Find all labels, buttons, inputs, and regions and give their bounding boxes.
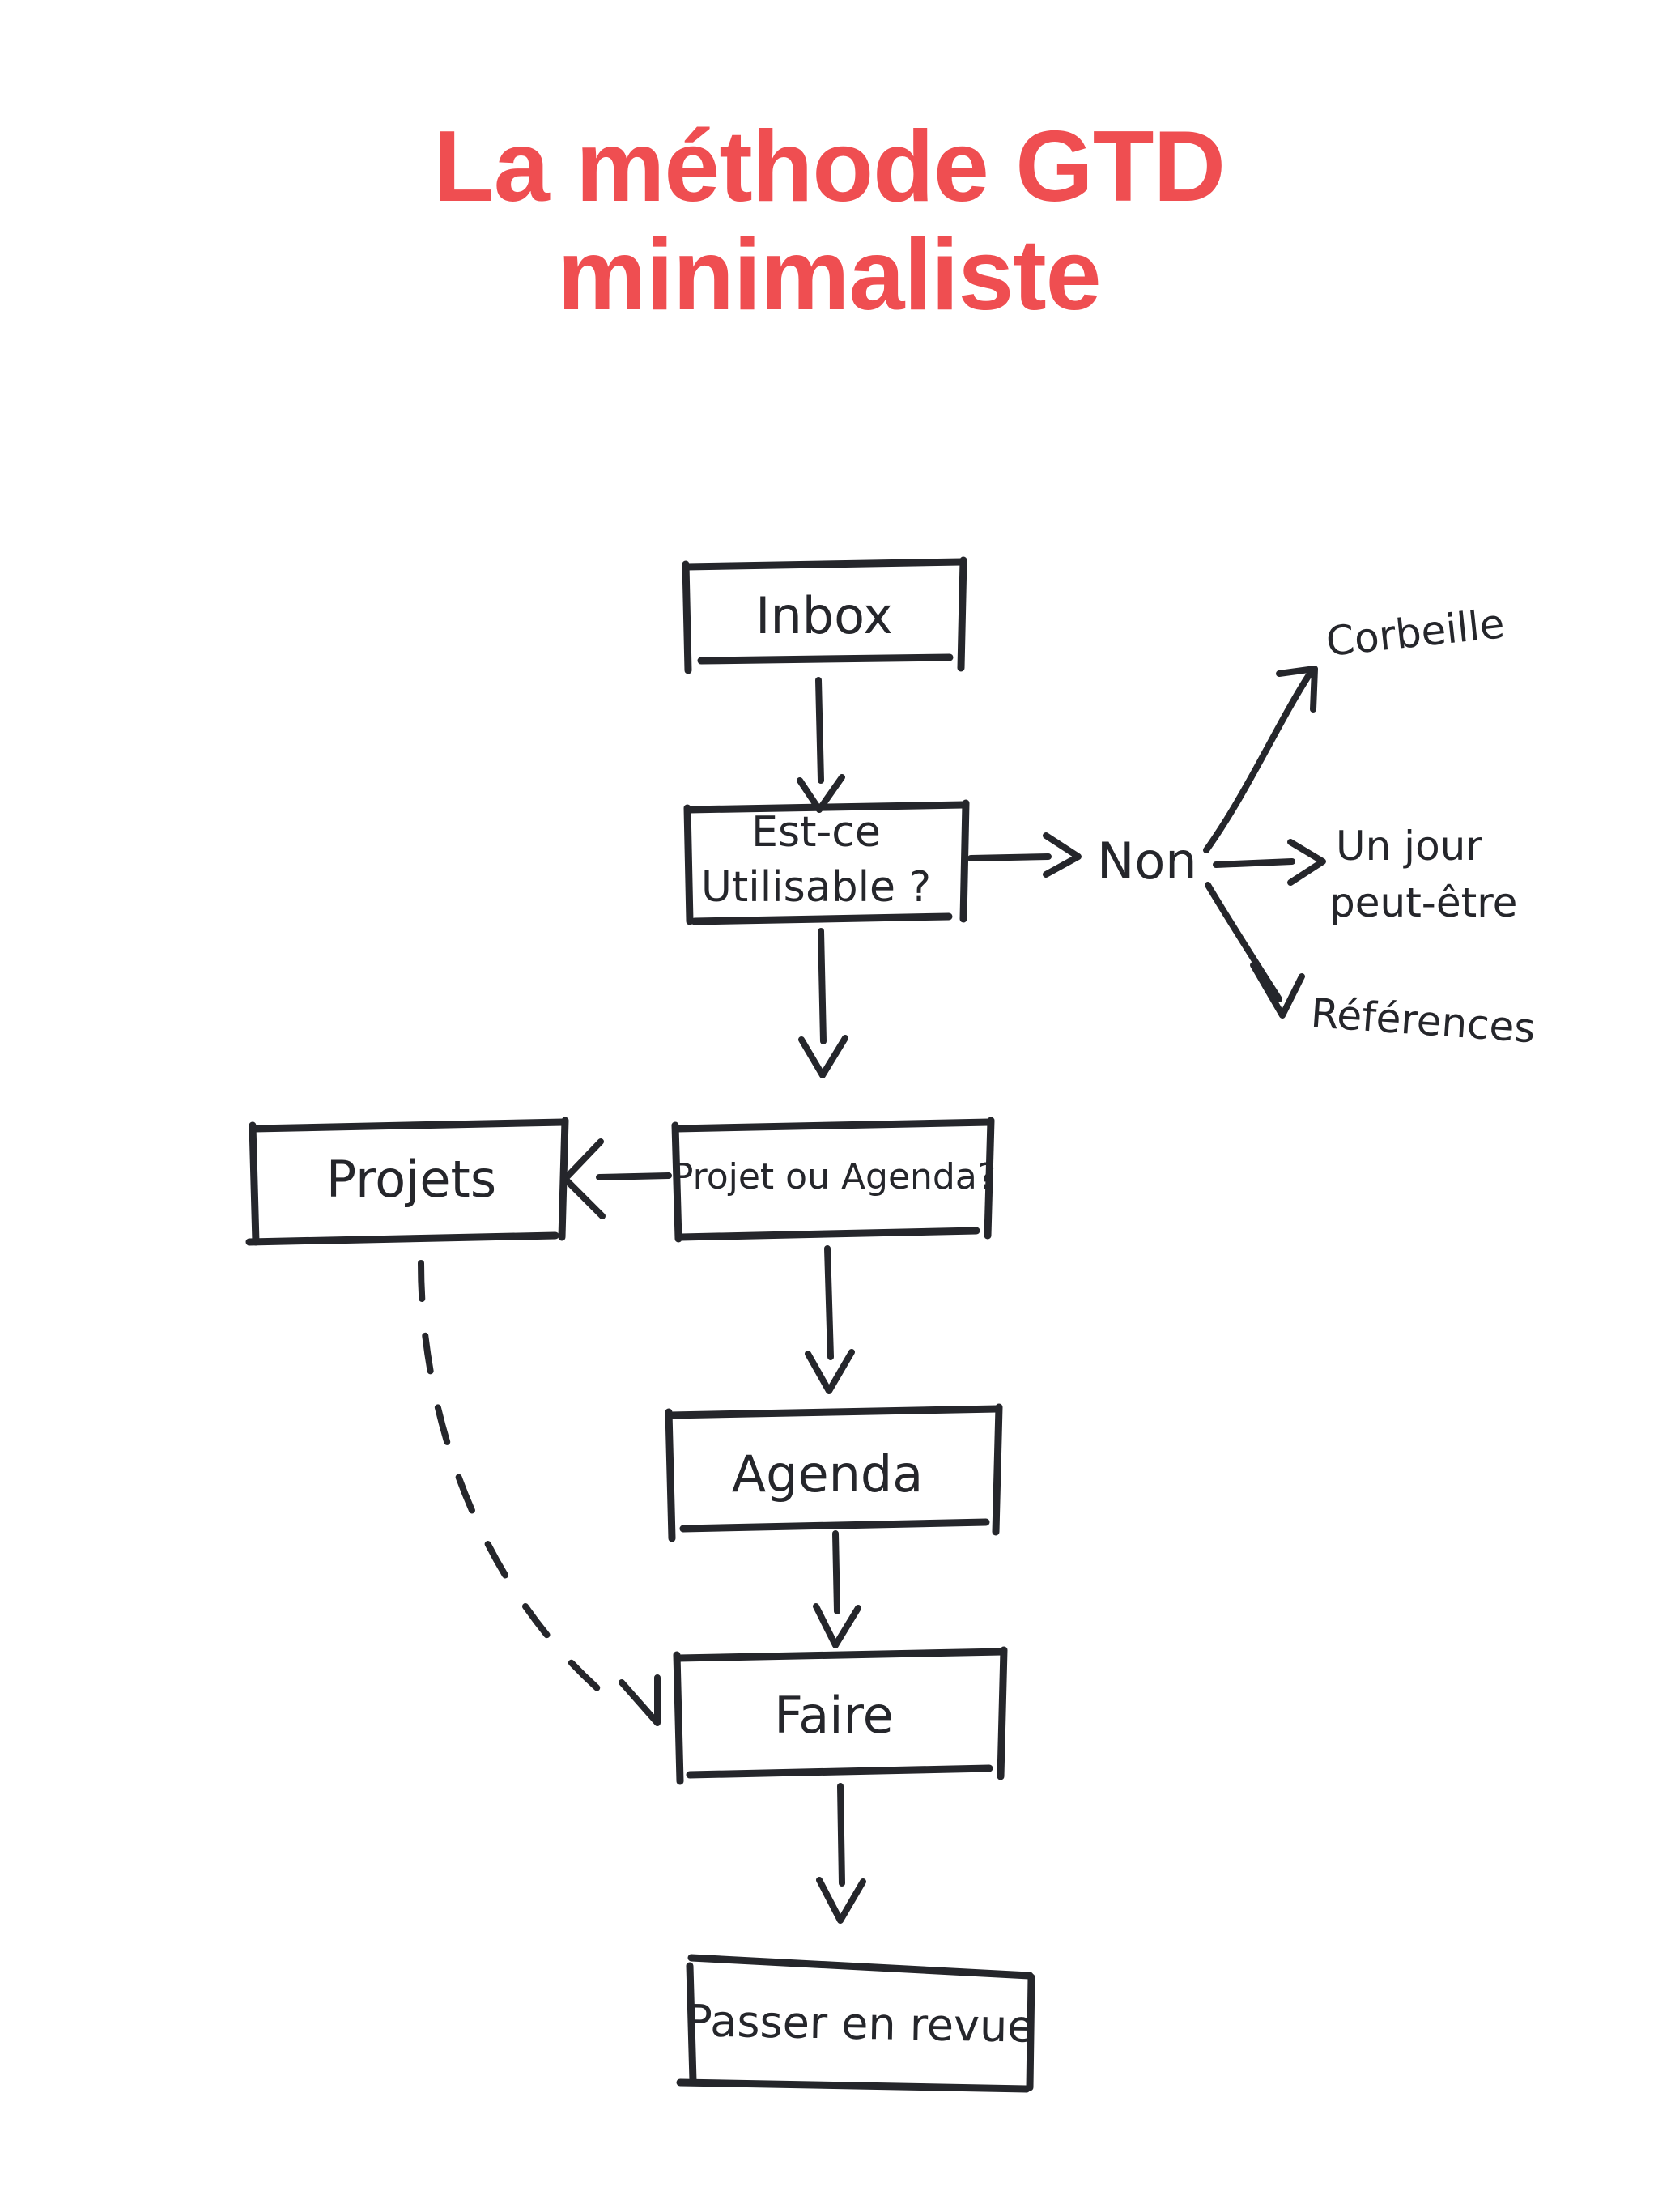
question-box-bottom [691,912,953,925]
edge-arrowhead [805,1349,855,1394]
agenda-box-left [665,1408,676,1542]
revue-box-bottom [676,2078,1031,2093]
edge-line [824,1245,834,1360]
question-box-top [685,801,967,814]
faire-label: Faire [774,1686,893,1745]
edge-line [832,1530,840,1614]
faire-box-bottom [686,1764,993,1779]
edge-agenda-to-faire [813,1530,861,1648]
faire-box-left [673,1651,684,1785]
edge-projetagenda-to-projets [562,1138,672,1219]
edge-arrowhead [1250,962,1305,1019]
projetagenda-label: Projet ou Agenda? [672,1156,996,1197]
projetagenda-box-top [673,1118,993,1133]
page-title-line-1: La méthode GTD [432,111,1226,223]
projets-label: Projets [326,1150,496,1209]
edge-projets-to-faire-dashed [418,1260,661,1726]
edge-line [596,1172,672,1180]
inbox-box-right [957,556,967,672]
agenda-box-bottom [679,1518,990,1533]
page-title: La méthode GTD minimaliste [0,113,1658,330]
edge-arrowhead [619,1674,661,1726]
question-label-line-1: Est-ce [751,808,881,857]
projetagenda-box-bottom [677,1227,980,1241]
node-inbox[interactable]: Inbox [682,556,967,674]
agenda-box-top [666,1405,1001,1419]
references-label: Références [1309,989,1537,1052]
node-faire[interactable]: Faire [673,1646,1008,1785]
projets-box-left [249,1121,260,1246]
edge-question-to-non [967,832,1082,878]
projets-box-right [558,1117,569,1241]
edge-arrowhead [1043,832,1082,878]
edge-line [967,853,1052,861]
faire-box-right [997,1646,1008,1780]
edge-faire-to-revue [816,1783,866,1924]
projetagenda-box-right [984,1117,995,1240]
faire-box-top [674,1648,1006,1662]
edge-arrowhead [816,1877,866,1924]
agenda-box-right [992,1403,1003,1536]
inbox-box-left [682,560,692,674]
revue-box-left [686,1962,697,2085]
node-est-ce-utilisable[interactable]: Est-ce Utilisable ? [683,799,970,925]
projetagenda-box-left [671,1121,682,1243]
projets-box-top [250,1118,568,1133]
edge-line [1203,670,1313,853]
agenda-label: Agenda [732,1444,924,1504]
unjour-label-line-2: peut-être [1329,879,1517,926]
inbox-box-top [682,558,966,571]
revue-box-top [687,1954,1034,1980]
edge-projetagenda-to-agenda [805,1245,855,1394]
node-projet-ou-agenda[interactable]: Projet ou Agenda? [671,1117,996,1243]
edge-inbox-to-question [797,677,845,813]
edge-line [1205,882,1282,1002]
edge-line [837,1783,845,1887]
node-passer-en-revue[interactable]: Passer en revue [676,1954,1035,2093]
edge-non-to-unjour [1213,839,1326,886]
edge-arrowhead [1287,839,1326,886]
corbeille-label: Corbeille [1324,600,1507,666]
edge-line [815,677,824,784]
edge-line [1213,858,1295,868]
unjour-label-line-1: Un jour [1336,823,1482,870]
edge-non-to-references [1205,882,1305,1019]
inbox-box-bottom [697,653,954,665]
node-projets[interactable]: Projets [245,1117,569,1246]
revue-label: Passer en revue [686,1995,1035,2052]
question-box-left [683,804,694,925]
edge-arrowhead [813,1603,861,1648]
node-non: Non [1097,832,1197,891]
question-label-line-2: Utilisable ? [701,863,931,912]
revue-box-right [1026,1973,1035,2091]
edge-dashed-line [418,1260,627,1713]
non-label: Non [1097,832,1197,891]
node-agenda[interactable]: Agenda [665,1403,1003,1542]
page-title-line-2: minimaliste [557,219,1101,331]
projets-box-bottom [245,1231,559,1246]
edge-line [818,928,827,1044]
edge-question-to-projetagenda [798,928,848,1078]
edge-arrowhead [798,1035,848,1078]
edge-arrowhead [1276,666,1318,713]
edge-non-to-corbeille [1203,666,1318,853]
inbox-label: Inbox [755,586,893,645]
question-box-right [959,799,970,923]
